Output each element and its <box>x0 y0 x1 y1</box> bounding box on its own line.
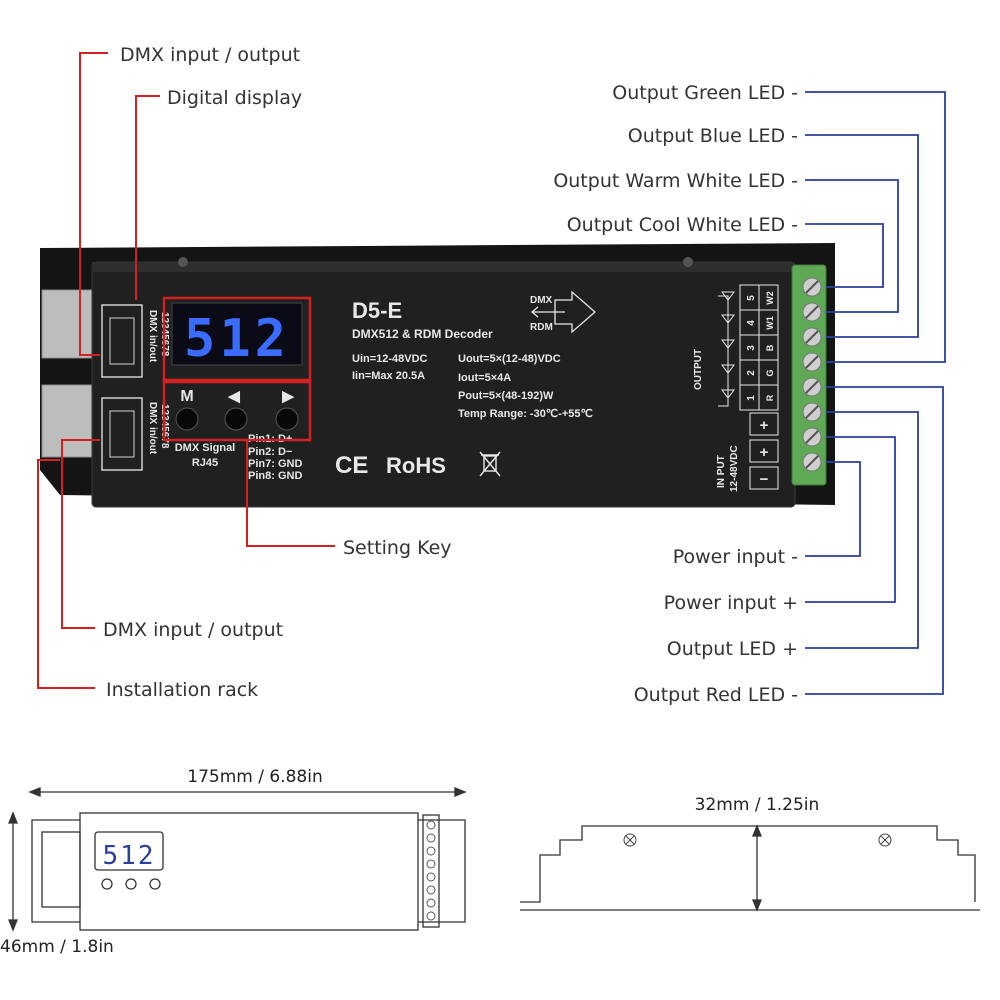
minus-sign: − <box>760 471 769 488</box>
callout-red: Output Red LED - <box>634 684 798 706</box>
channel-num: 4 <box>746 320 757 326</box>
led-symbols <box>718 291 735 407</box>
callout-setting-key: Setting Key <box>343 537 452 559</box>
leader-green <box>805 91 946 363</box>
model-subtitle: DMX512 & RDM Decoder <box>352 327 493 341</box>
leader-power-plus <box>805 436 896 603</box>
key-m-label: M <box>180 388 193 405</box>
leader-blue <box>805 134 919 338</box>
callout-installation-rack: Installation rack <box>106 679 258 701</box>
leader-led-plus <box>805 411 919 649</box>
channel-num: 3 <box>746 345 757 351</box>
dmx-signal-label: DMX Signal <box>175 442 236 454</box>
screw-icon <box>178 257 188 267</box>
spec-iin: Iin=Max 20.5A <box>352 370 425 382</box>
ce-mark: CE <box>335 452 368 479</box>
spec-uout: Uout=5×(12-48)VDC <box>458 353 561 365</box>
display-highlight-box <box>162 296 312 382</box>
key-right-label: ▶ <box>281 388 295 405</box>
spec-pout: Pout=5×(48-192)W <box>458 390 554 402</box>
leader-installation-rack <box>37 459 95 689</box>
drawing-key <box>149 878 161 890</box>
drawing-key <box>125 878 137 890</box>
key-left-label: ◀ <box>227 388 240 405</box>
callout-green: Output Green LED - <box>612 82 798 104</box>
input-voltage-label: 12-48VDC <box>729 445 740 492</box>
digital-display <box>171 302 303 366</box>
rj45-label: RJ45 <box>192 457 218 469</box>
right-leaders <box>805 91 946 695</box>
key-left-button[interactable] <box>224 407 248 431</box>
callout-blue: Output Blue LED - <box>628 125 798 147</box>
pin8-label: Pin8: GND <box>248 470 302 482</box>
leader-digital-display <box>135 95 160 300</box>
callout-dmx-bottom: DMX input / output <box>103 619 283 641</box>
plus-sign: + <box>760 444 769 461</box>
top-view-drawing <box>8 787 467 932</box>
terminal-block <box>791 264 827 486</box>
channel-color: R <box>765 394 775 401</box>
callout-warm-white: Output Warm White LED - <box>553 170 798 192</box>
key-m-button[interactable] <box>175 407 199 431</box>
screw-icon <box>683 257 693 267</box>
model-name: D5-E <box>352 298 402 323</box>
rohs-mark: RoHS <box>386 453 446 478</box>
input-label: IN PUT <box>716 455 727 488</box>
dmx-arrow-top-label: DMX <box>530 295 553 306</box>
spec-iout: Iout=5×4A <box>458 372 511 384</box>
height-label: 32mm / 1.25in <box>695 795 820 815</box>
device-photo: DMX in/out 12345678 DMX in/out 12345678 … <box>40 243 835 508</box>
callout-cool-white: Output Cool White LED - <box>567 214 798 236</box>
output-label: OUTPUT <box>693 349 704 390</box>
dmx-port-label-bottom: DMX in/out <box>147 402 158 455</box>
dmx-port-bottom <box>101 397 143 471</box>
pin2-label: Pin2: D− <box>248 446 292 458</box>
dmx-port-top <box>101 304 143 378</box>
spec-temp: Temp Range: -30℃-+55℃ <box>458 408 593 420</box>
keys-highlight-box <box>162 380 312 442</box>
dmx-arrow-bottom-label: RDM <box>530 322 553 333</box>
leader-dmx-top <box>79 52 108 356</box>
plus-sign: + <box>760 417 769 434</box>
length-label: 175mm / 6.88in <box>187 767 322 787</box>
callout-power-minus: Power input - <box>673 546 798 568</box>
display-value: 512 <box>184 309 290 369</box>
drawing-key <box>101 878 113 890</box>
channel-color: W1 <box>765 316 775 330</box>
callout-digital-display: Digital display <box>167 87 302 109</box>
drawing-display-value: 512 <box>103 841 156 871</box>
key-right-button[interactable] <box>275 407 299 431</box>
weee-bin-icon <box>479 451 501 477</box>
dmx-port-label-top: DMX in/out <box>147 310 158 363</box>
drawing-display-frame <box>94 831 164 871</box>
channel-num: 5 <box>746 295 757 301</box>
channel-color: B <box>765 344 775 351</box>
channel-color: G <box>765 369 775 376</box>
spec-uin: Uin=12-48VDC <box>352 353 428 365</box>
terminal-screws <box>802 277 822 472</box>
dmx-rdm-logo: DMX RDM <box>530 290 596 334</box>
leader-setting-key <box>246 440 335 547</box>
side-view-drawing <box>520 824 980 912</box>
leader-red <box>805 386 944 695</box>
left-leaders <box>37 52 335 689</box>
callout-dmx-top: DMX input / output <box>120 44 300 66</box>
callout-power-plus: Power input + <box>664 592 798 614</box>
channel-num: 1 <box>746 395 757 401</box>
width-label: 46mm / 1.8in <box>0 937 114 957</box>
channel-num: 2 <box>746 370 757 376</box>
leader-dmx-bottom <box>61 439 100 629</box>
leader-power-minus <box>805 461 861 557</box>
leader-cool-white <box>805 223 884 288</box>
pin7-label: Pin7: GND <box>248 458 302 470</box>
leader-warm-white <box>805 179 899 313</box>
channel-color: W2 <box>765 291 775 305</box>
callout-led-plus: Output LED + <box>667 638 798 660</box>
channel-table: 5 W2 4 W1 3 B 2 G 1 R + + − <box>739 284 779 490</box>
